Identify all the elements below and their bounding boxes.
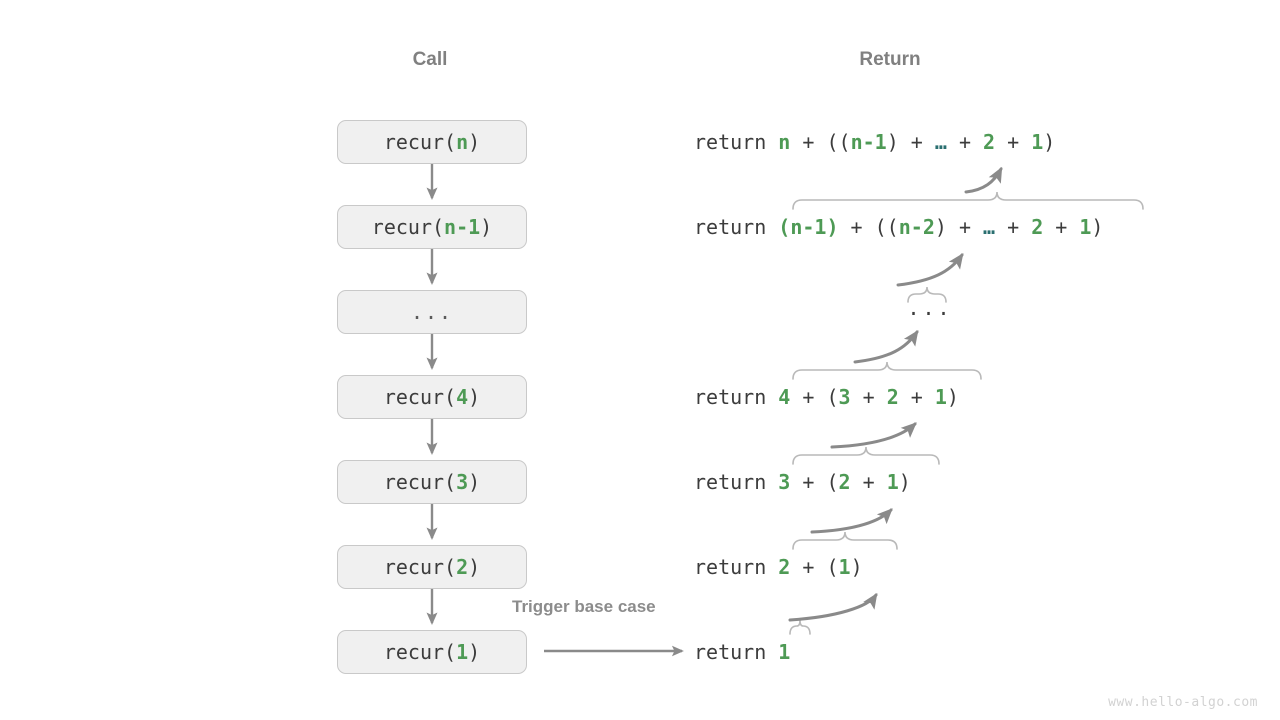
call-box-recur-4[interactable]: recur(4) [337, 375, 527, 419]
return-expression: 2 + (1) [778, 555, 863, 579]
call-box-recur-1[interactable]: recur(1) [337, 630, 527, 674]
call-box-recur-3[interactable]: recur(3) [337, 460, 527, 504]
return-keyword: return [694, 470, 767, 494]
call-column-header: Call [412, 49, 448, 70]
call-box-text: recur(4) [383, 385, 481, 409]
return-line-ellipsis: ... [907, 296, 953, 320]
return-line-3: return 3 + (2 + 1) [694, 469, 911, 495]
return-keyword: return [694, 385, 767, 409]
return-expression: 1 [778, 640, 791, 664]
trigger-base-case-label: Trigger base case [512, 597, 656, 616]
call-box-recur-n-1[interactable]: recur(n-1) [337, 205, 527, 249]
return-keyword: return [694, 555, 767, 579]
return-line-n-1: return (n-1) + ((n-2) + … + 2 + 1) [694, 214, 1103, 240]
call-box-text: ... [410, 300, 454, 324]
return-keyword: return [694, 130, 767, 154]
call-box-text: recur(2) [383, 555, 481, 579]
return-line-4: return 4 + (3 + 2 + 1) [694, 384, 959, 410]
watermark: www.hello-algo.com [1108, 695, 1258, 710]
return-line-1: return 1 [694, 639, 790, 665]
return-line-n: return n + ((n-1) + … + 2 + 1) [694, 129, 1055, 155]
call-box-ellipsis[interactable]: ... [337, 290, 527, 334]
call-box-text: recur(n-1) [371, 215, 493, 239]
call-box-text: recur(n) [383, 130, 481, 154]
call-box-text: recur(1) [383, 640, 481, 664]
return-expression: 4 + (3 + 2 + 1) [778, 385, 959, 409]
call-box-text: recur(3) [383, 470, 481, 494]
return-keyword: return [694, 215, 767, 239]
return-column-header: Return [859, 49, 921, 70]
return-expression: 3 + (2 + 1) [778, 470, 911, 494]
call-box-recur-2[interactable]: recur(2) [337, 545, 527, 589]
return-expression: (n-1) + ((n-2) + … + 2 + 1) [778, 215, 1104, 239]
return-keyword: return [694, 640, 767, 664]
call-box-recur-n[interactable]: recur(n) [337, 120, 527, 164]
return-line-2: return 2 + (1) [694, 554, 863, 580]
return-expression: n + ((n-1) + … + 2 + 1) [778, 130, 1056, 154]
